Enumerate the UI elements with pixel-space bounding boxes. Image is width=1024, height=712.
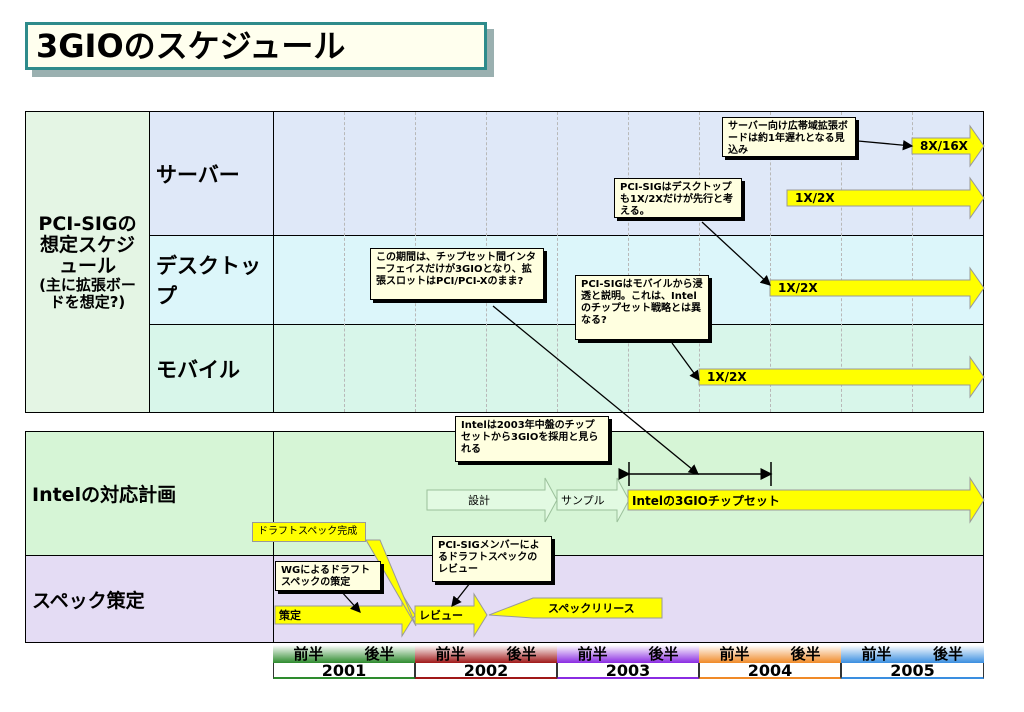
arrow-sakutei <box>274 592 416 638</box>
note-desktop: PCI-SIGはデスクトップも1X/2Xだけが先行と考える。 <box>614 178 742 218</box>
half-2003-1: 前半 <box>557 645 628 663</box>
connector-chipset-note <box>492 305 700 475</box>
note-chipset-period: この期間は、チップセット間インターフェイスだけが3GIOとなり、拡張スロットはP… <box>370 248 544 300</box>
half-2004-2: 後半 <box>770 645 841 663</box>
gridline <box>344 112 345 412</box>
year-2003: 2003 <box>557 663 699 679</box>
gridline <box>912 112 913 412</box>
spec-label: スペック策定 <box>25 555 274 643</box>
half-2002-2: 後半 <box>486 645 557 663</box>
half-2003-2: 後半 <box>628 645 699 663</box>
row-label-desktop: デスクトップ <box>149 235 274 325</box>
note-draft-complete: ドラフトスペック完成 <box>252 522 366 542</box>
note-wg: WGによるドラフトスペックの策定 <box>275 561 381 591</box>
arrow-chipset <box>627 476 985 524</box>
arrow-sample <box>556 477 630 523</box>
arrow-server-8x16x <box>911 124 985 168</box>
arrow-desktop-1x2x <box>769 266 985 310</box>
arrow-server-1x2x <box>786 176 985 220</box>
row-label-mobile: モバイル <box>149 324 274 413</box>
note-member-review: PCI-SIGメンバーによるドラフトスペックのレビュー <box>432 536 552 582</box>
connector-server-note <box>857 139 914 151</box>
row-label-server: サーバー <box>149 111 274 236</box>
half-2001-2: 後半 <box>344 645 415 663</box>
gridline <box>770 112 771 412</box>
arrow-review <box>414 592 488 638</box>
gridline <box>557 112 558 412</box>
callout-spec-release <box>488 597 663 619</box>
group-main-label: PCI-SIGの想定スケジュール <box>38 212 137 277</box>
year-2002: 2002 <box>415 663 557 679</box>
note-mobile: PCI-SIGはモバイルから浸透と説明。これは、Intelのチップセット戦略とは… <box>575 275 709 340</box>
connector-wg-note <box>339 589 361 613</box>
note-server: サーバー向け広帯域拡張ボードは約1年遅れとなる見込み <box>722 117 856 157</box>
year-2004: 2004 <box>699 663 841 679</box>
half-2002-1: 前半 <box>415 645 486 663</box>
half-2001-1: 前半 <box>273 645 344 663</box>
year-2001: 2001 <box>273 663 415 679</box>
note-intel-adopt: Intelは2003年中盤のチップセットから3GIOを採用と見られる <box>455 416 609 462</box>
pci-sig-group-label: PCI-SIGの想定スケジュール (主に拡張ボードを想定?) <box>25 111 150 413</box>
half-2004-1: 前半 <box>699 645 770 663</box>
arrow-design <box>426 477 558 523</box>
gridline <box>628 112 629 412</box>
half-2005-1: 前半 <box>841 645 912 663</box>
connector-desktop-note <box>701 221 771 286</box>
connector-member-note <box>451 582 471 608</box>
gridline <box>841 112 842 412</box>
connector-mobile-note <box>671 342 700 382</box>
half-2005-2: 後半 <box>912 645 984 663</box>
year-2005: 2005 <box>841 663 984 679</box>
group-sub-label: (主に拡張ボードを想定?) <box>39 275 136 311</box>
gridline <box>699 112 700 412</box>
arrow-mobile-1x2x <box>698 355 985 399</box>
page-title: 3GIOのスケジュール <box>25 22 487 70</box>
